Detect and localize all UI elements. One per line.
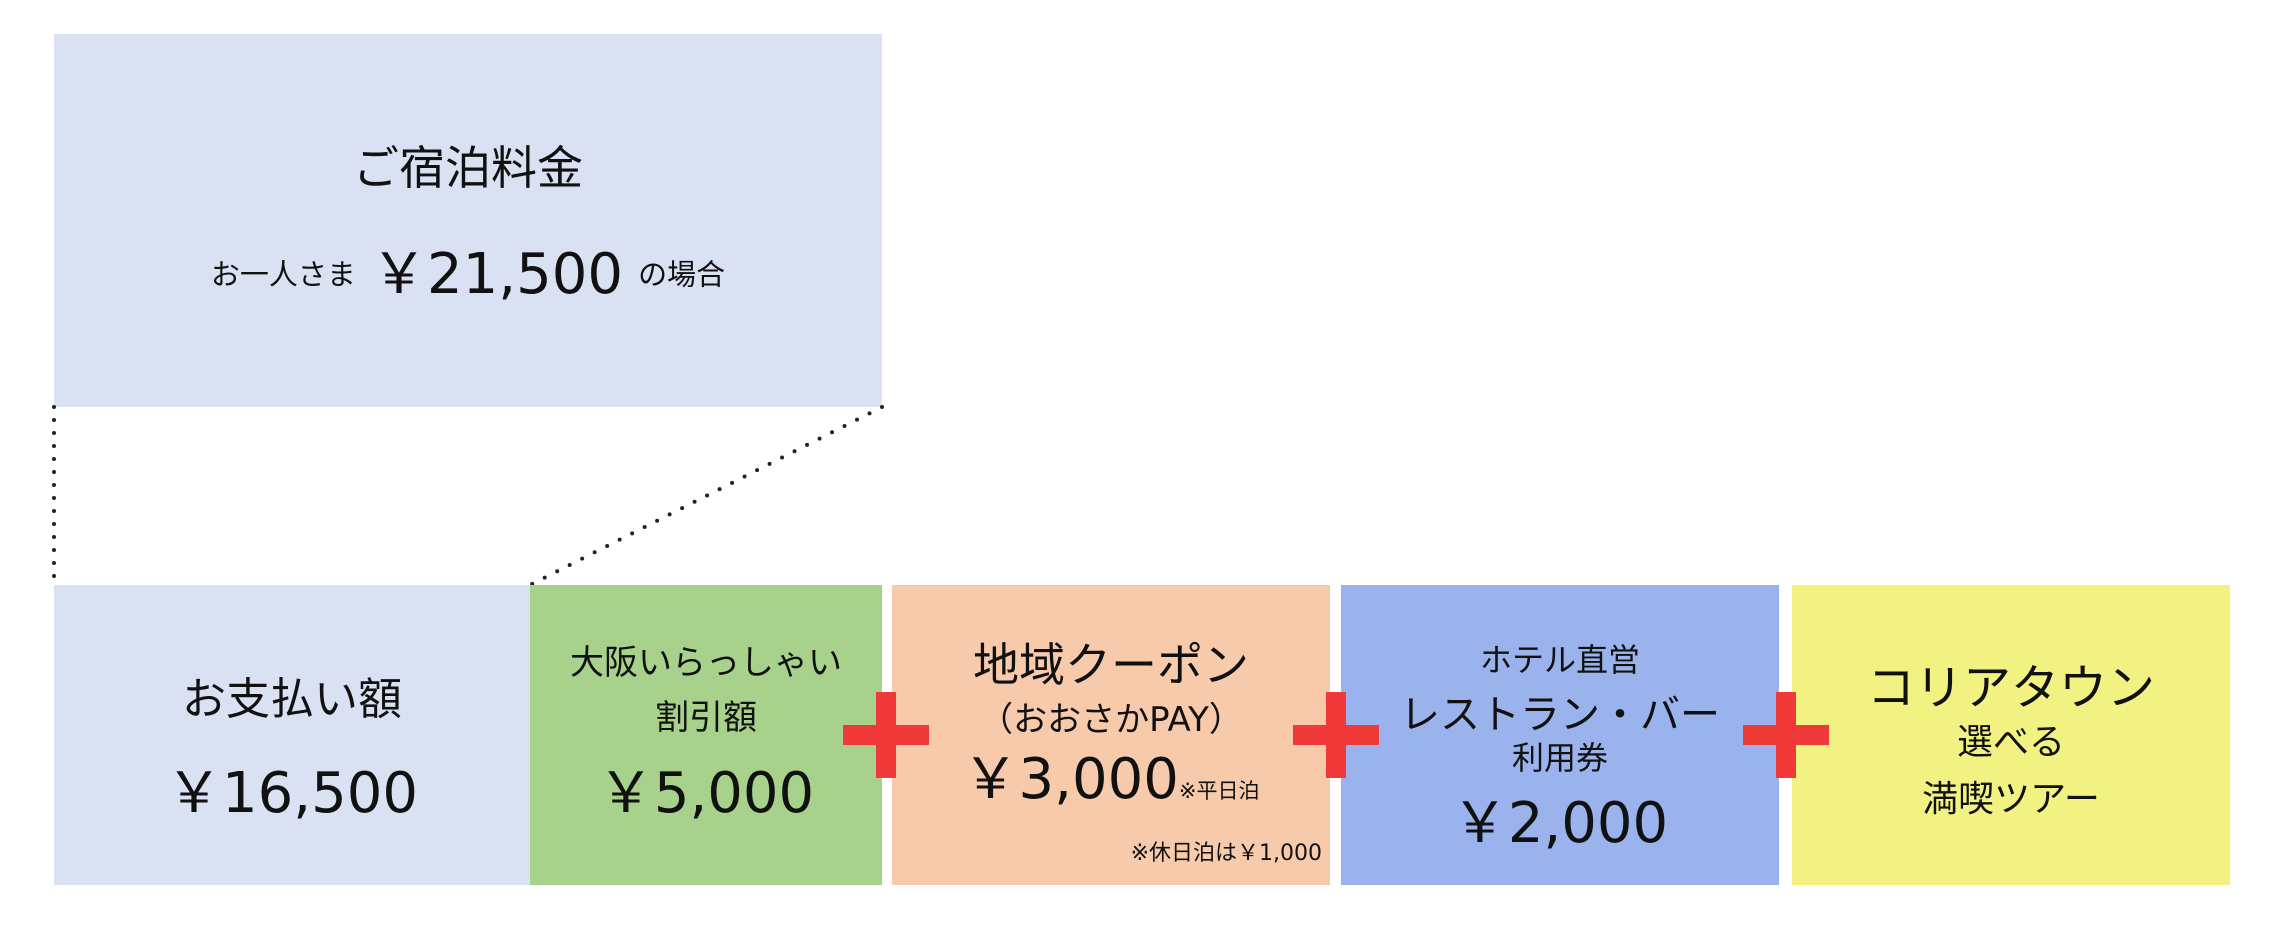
koreatown-tour-box: コリアタウン 選べる 満喫ツアー	[1792, 585, 2230, 885]
discount-title: 大阪いらっしゃい	[570, 643, 842, 683]
weekday-note: ※平日泊	[1178, 779, 1260, 803]
coupon-amount: ￥3,000	[962, 747, 1179, 812]
per-person-price-line: お一人さま ￥21,500 の場合	[54, 242, 882, 307]
hotel-amount: ￥2,000	[1451, 791, 1669, 856]
discount-amount: ￥5,000	[597, 761, 815, 826]
holiday-note: ※休日泊は￥1,000	[1130, 841, 1322, 866]
discount-subtitle: 割引額	[655, 698, 757, 738]
plus-icon	[1293, 692, 1379, 778]
accommodation-price: ￥21,500	[371, 241, 623, 307]
plus-icon	[1743, 692, 1829, 778]
payment-amount-box: お支払い額 ￥16,500	[54, 585, 530, 885]
accommodation-title: ご宿泊料金	[353, 141, 583, 195]
hotel-line-3: 利用券	[1511, 739, 1608, 777]
coupon-title: 地域クーポン	[973, 638, 1249, 692]
regional-coupon-box: 地域クーポン （おおさかPAY） ￥3,000※平日泊 ※休日泊は￥1,000	[892, 585, 1330, 885]
per-person-label: お一人さま	[210, 257, 356, 292]
accommodation-price-box: ご宿泊料金 お一人さま ￥21,500 の場合	[54, 34, 882, 407]
dotted-line-right	[528, 405, 884, 587]
payment-label: お支払い額	[182, 674, 402, 725]
hotel-line-1: ホテル直営	[1479, 641, 1640, 679]
payment-amount: ￥16,500	[166, 761, 418, 826]
coupon-subtitle: （おおさかPAY）	[979, 700, 1243, 740]
osaka-discount-box: 大阪いらっしゃい 割引額 ￥5,000	[530, 585, 882, 885]
plus-icon	[843, 692, 929, 778]
case-suffix: の場合	[638, 257, 726, 292]
coupon-amount-line: ￥3,000※平日泊	[892, 748, 1330, 825]
korea-line-2: 選べる	[1956, 722, 2065, 763]
korea-title: コリアタウン	[1866, 660, 2155, 716]
hotel-voucher-box: ホテル直営 レストラン・バー 利用券 ￥2,000	[1341, 585, 1779, 885]
hotel-line-2: レストラン・バー	[1400, 692, 1720, 738]
korea-line-3: 満喫ツアー	[1922, 779, 2100, 820]
